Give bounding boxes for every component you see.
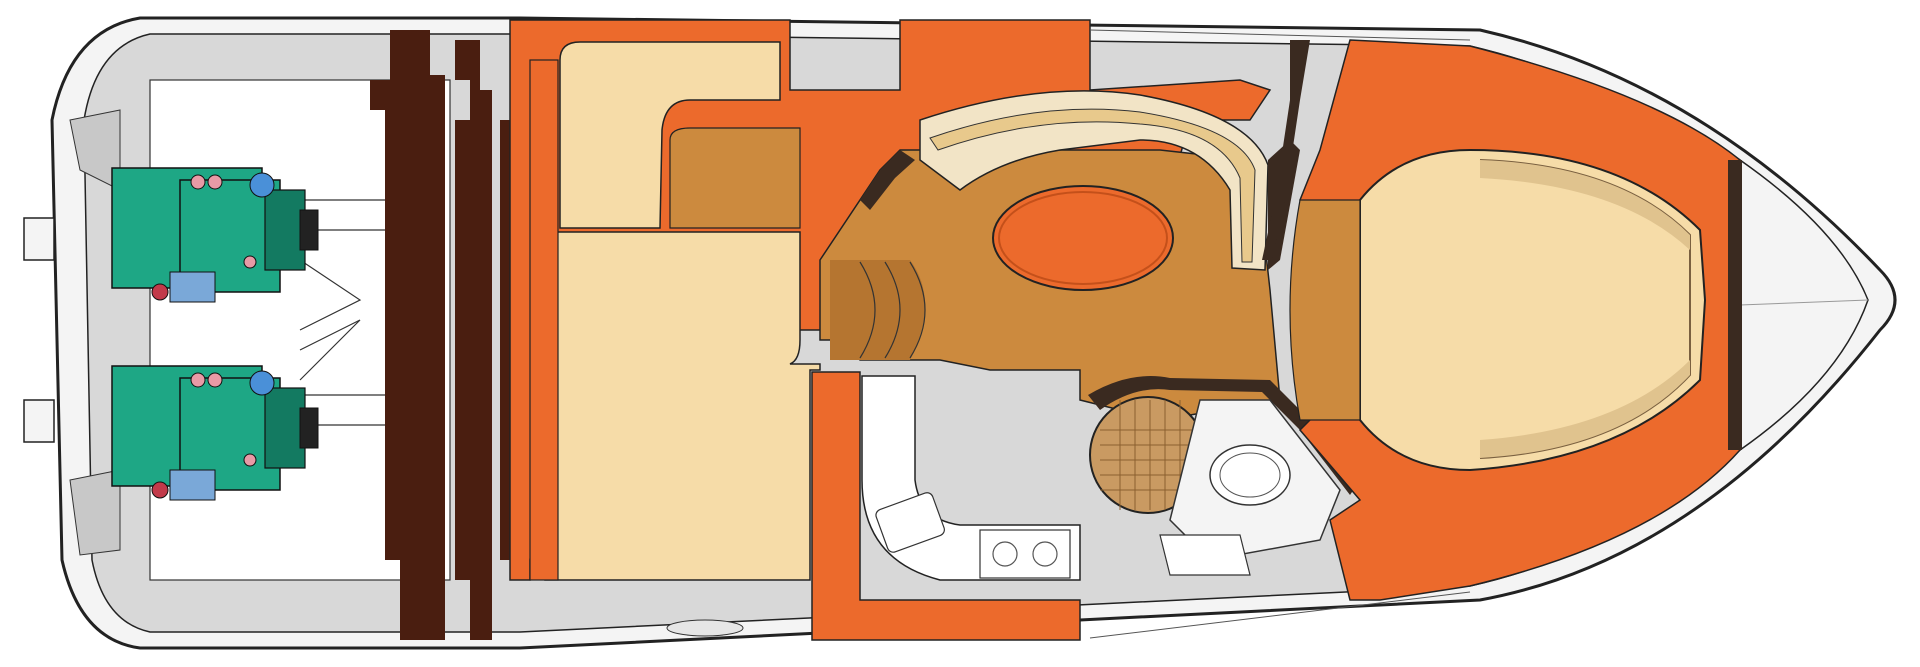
engine-sensor xyxy=(243,255,257,269)
bulkhead-aft xyxy=(370,30,445,640)
engine-oil-cap xyxy=(151,481,169,499)
head-vanity xyxy=(1159,534,1251,576)
fwd-berth-shadow-bottom xyxy=(1480,360,1690,458)
side-deck-line-top xyxy=(1089,29,1471,41)
deck-hatch xyxy=(666,619,744,637)
fwd-cabin-step xyxy=(1289,199,1361,421)
cooktop-burner-left xyxy=(992,541,1018,567)
cooktop-burner-right xyxy=(1032,541,1058,567)
engine-coupling xyxy=(299,407,319,449)
engine-coupling xyxy=(299,209,319,251)
engine-sensor xyxy=(243,453,257,467)
transom-step-bottom xyxy=(23,399,55,443)
saloon-step-shadow xyxy=(830,260,925,360)
cockpit-bench xyxy=(669,127,801,229)
fwd-cabin-bulkhead-bow xyxy=(1728,160,1742,450)
dinette-seat xyxy=(919,90,1269,271)
toilet-bowl xyxy=(1219,452,1281,498)
galley-sink xyxy=(875,492,945,553)
engine-pump xyxy=(249,172,275,198)
engine-oil-cap xyxy=(151,283,169,301)
cockpit-sunpad xyxy=(559,41,781,229)
exhaust-bottom xyxy=(299,319,361,381)
fwd-berth-shadow xyxy=(1480,160,1690,250)
bulkhead-mid xyxy=(455,40,492,640)
saloon-partition xyxy=(860,150,915,210)
shower-grating-pattern xyxy=(1100,400,1196,510)
fwd-berth xyxy=(1359,148,1707,472)
engine-filter-1 xyxy=(190,372,206,388)
cockpit-side-seat-aft xyxy=(529,59,559,581)
exhaust-top xyxy=(299,259,362,331)
engine-gearbox xyxy=(264,189,306,271)
head-outer-wall xyxy=(1088,376,1360,495)
galley-frame xyxy=(811,371,1081,641)
side-deck-line-bottom xyxy=(1089,591,1471,639)
engine-pump xyxy=(249,370,275,396)
engine-filter-1 xyxy=(190,174,206,190)
engine-starboard xyxy=(111,365,319,501)
aft-shade-bottom xyxy=(69,469,121,556)
engine-gearbox xyxy=(264,387,306,469)
dinette-backrest xyxy=(929,108,1256,263)
engine-filter-2 xyxy=(207,372,223,388)
engine-port xyxy=(111,167,319,303)
engine-filter-2 xyxy=(207,174,223,190)
galley-cooktop xyxy=(979,529,1071,579)
deck-details xyxy=(666,29,1471,639)
saloon-step-arcs xyxy=(859,261,926,359)
engine-heat-exchanger xyxy=(169,271,216,303)
engines xyxy=(111,167,319,501)
transom-step-top xyxy=(23,217,55,261)
saloon xyxy=(811,90,1300,641)
bow-centerline xyxy=(1739,299,1869,306)
dinette-table xyxy=(992,185,1174,291)
fwd-bulkhead-left xyxy=(1262,40,1310,260)
cockpit-floor xyxy=(544,231,821,581)
engine-heat-exchanger xyxy=(169,469,216,501)
head-compartment xyxy=(1088,376,1360,576)
forward-cabin xyxy=(1262,39,1742,601)
toilet xyxy=(1209,444,1291,506)
dinette-table-edge xyxy=(998,191,1168,285)
